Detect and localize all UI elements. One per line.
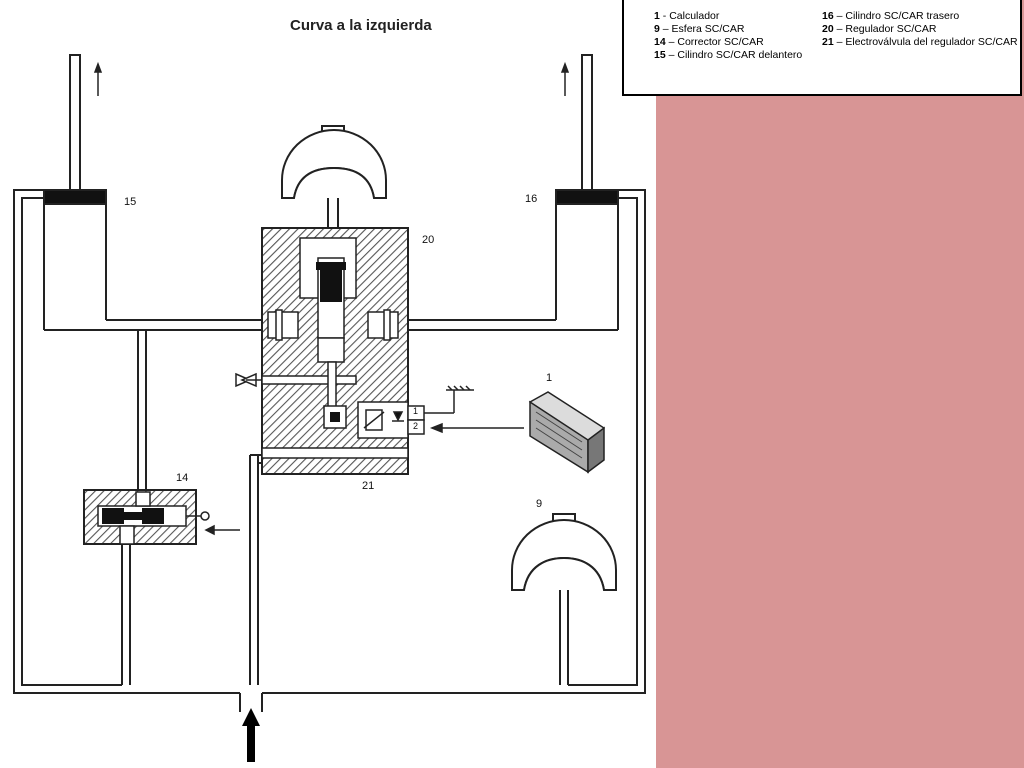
legend-item: 21 – Electroválvula del regulador SC/CAR — [822, 36, 1018, 48]
callout-9: 9 — [536, 498, 543, 510]
callout-20: 20 — [422, 234, 435, 246]
legend-item: 9 – Esfera SC/CAR — [654, 23, 745, 35]
left-arrow-icon — [429, 422, 524, 434]
cylinder-16 — [555, 189, 619, 330]
regulator-20 — [261, 227, 409, 475]
sphere-9 — [511, 513, 617, 612]
port-label-1: 1 — [413, 406, 419, 416]
legend-item: 16 – Cilindro SC/CAR trasero — [822, 10, 960, 22]
hydraulic-diagram — [13, 54, 646, 762]
port-label-2: 2 — [413, 421, 419, 431]
inlet-arrow-icon — [242, 708, 260, 762]
up-arrow-icon — [93, 61, 570, 96]
callout-15: 15 — [124, 196, 137, 208]
callout-16: 16 — [525, 193, 538, 205]
legend-item: 1 - Calculador — [654, 10, 720, 22]
legend-item: 15 – Cilindro SC/CAR delantero — [654, 49, 803, 61]
corrector-14 — [83, 489, 210, 545]
legend-item: 20 – Regulador SC/CAR — [822, 23, 937, 35]
diagram-title: Curva a la izquierda — [290, 17, 432, 34]
corrector-arrow-icon — [204, 524, 240, 536]
side-panel — [656, 0, 1024, 768]
ground-icon — [424, 385, 474, 414]
valve-icon — [235, 372, 262, 388]
calculator-1 — [528, 391, 605, 474]
hydraulic-lines — [13, 189, 646, 712]
callout-14: 14 — [176, 472, 189, 484]
callout-1: 1 — [546, 372, 553, 384]
callout-21: 21 — [362, 480, 375, 492]
legend-item: 14 – Corrector SC/CAR — [654, 36, 764, 48]
sphere-top — [281, 125, 387, 228]
cylinder-15 — [43, 189, 107, 330]
legend: 1 - Calculador 9 – Esfera SC/CAR 14 – Co… — [622, 0, 1022, 96]
solenoid-box — [357, 401, 425, 439]
